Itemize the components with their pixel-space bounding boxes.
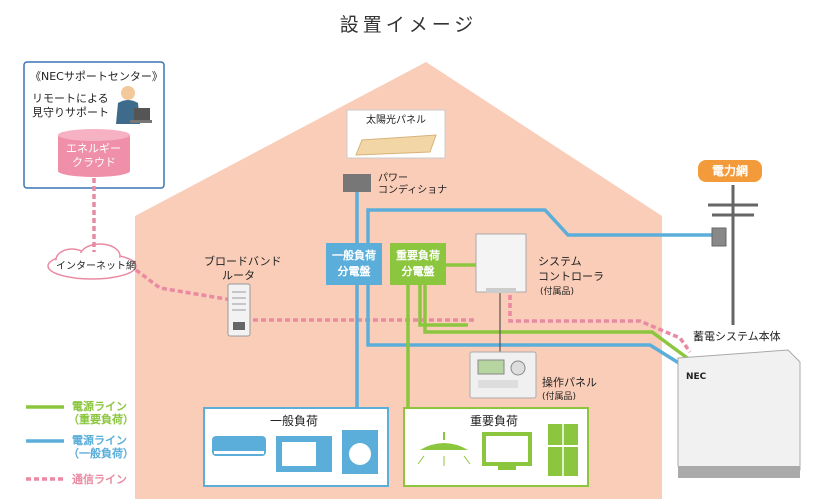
energy-cloud-label-2: クラウド	[72, 156, 116, 169]
storage-brand: NEC	[686, 372, 707, 382]
communication-lines	[92, 178, 692, 354]
legend-green-label-1: 電源ライン	[72, 400, 127, 413]
internet-cloud-icon	[47, 243, 137, 280]
legend-blue-label-1: 電源ライン	[72, 434, 127, 447]
operation-panel-label: 操作パネル	[542, 376, 597, 389]
important-load-label: 重要負荷	[470, 414, 519, 428]
important-panel-box	[390, 243, 446, 285]
important-panel-label-2: 分電盤	[401, 265, 435, 278]
general-panel-label-1: 一般負荷	[332, 249, 376, 262]
ceiling-light-icon	[417, 432, 471, 466]
washing-machine-icon	[342, 430, 378, 474]
important-panel-label-1: 重要負荷	[396, 249, 440, 262]
support-center-name: 《NECサポートセンター》	[30, 70, 163, 83]
general-load-label: 一般負荷	[270, 414, 319, 428]
support-person-icon	[116, 86, 152, 124]
system-controller-icon	[475, 233, 527, 293]
storage-unit-icon	[677, 349, 801, 478]
energy-cloud-icon	[58, 129, 130, 177]
support-center-line2: 見守りサポート	[32, 106, 109, 119]
router-label-1: ブロードバンド	[204, 255, 282, 268]
power-conditioner-label-1: パワー	[378, 173, 408, 184]
microwave-icon	[276, 436, 332, 472]
grid-label: 電力網	[711, 164, 748, 178]
system-controller-label-2: コントローラ	[538, 270, 604, 283]
legend-blue-label-2: （一般負荷）	[68, 447, 134, 460]
support-center-line1: リモートによる	[32, 92, 109, 105]
energy-cloud-label-1: エネルギー	[66, 142, 121, 155]
refrigerator-icon	[548, 424, 578, 476]
system-controller-label-1: システム	[538, 255, 582, 268]
storage-label: 蓄電システム本体	[693, 330, 781, 343]
legend-pink-label: 通信ライン	[72, 473, 127, 486]
internet-label: インターネット網	[56, 261, 136, 272]
operation-panel-icon	[469, 351, 537, 399]
power-conditioner-icon	[343, 174, 371, 192]
router-label-2: ルータ	[222, 269, 255, 282]
page-title: 設置イメージ	[339, 14, 478, 36]
power-conditioner-label-2: コンディショナ	[378, 185, 448, 196]
operation-panel-note: (付属品)	[542, 392, 577, 402]
general-panel-label-2: 分電盤	[337, 265, 371, 278]
solar-panel-icon	[355, 134, 437, 156]
television-icon	[482, 432, 532, 470]
general-panel-box	[326, 243, 382, 285]
system-controller-note: (付属品)	[540, 287, 575, 297]
utility-pole-icon	[708, 185, 758, 325]
general-power-lines	[355, 190, 720, 410]
important-power-lines	[406, 263, 692, 410]
router-icon	[227, 283, 251, 337]
legend-green-label-2: （重要負荷）	[68, 413, 134, 426]
air-conditioner-icon	[212, 436, 266, 456]
solar-panel-label: 太陽光パネル	[366, 115, 426, 126]
grid-badge	[698, 160, 762, 182]
